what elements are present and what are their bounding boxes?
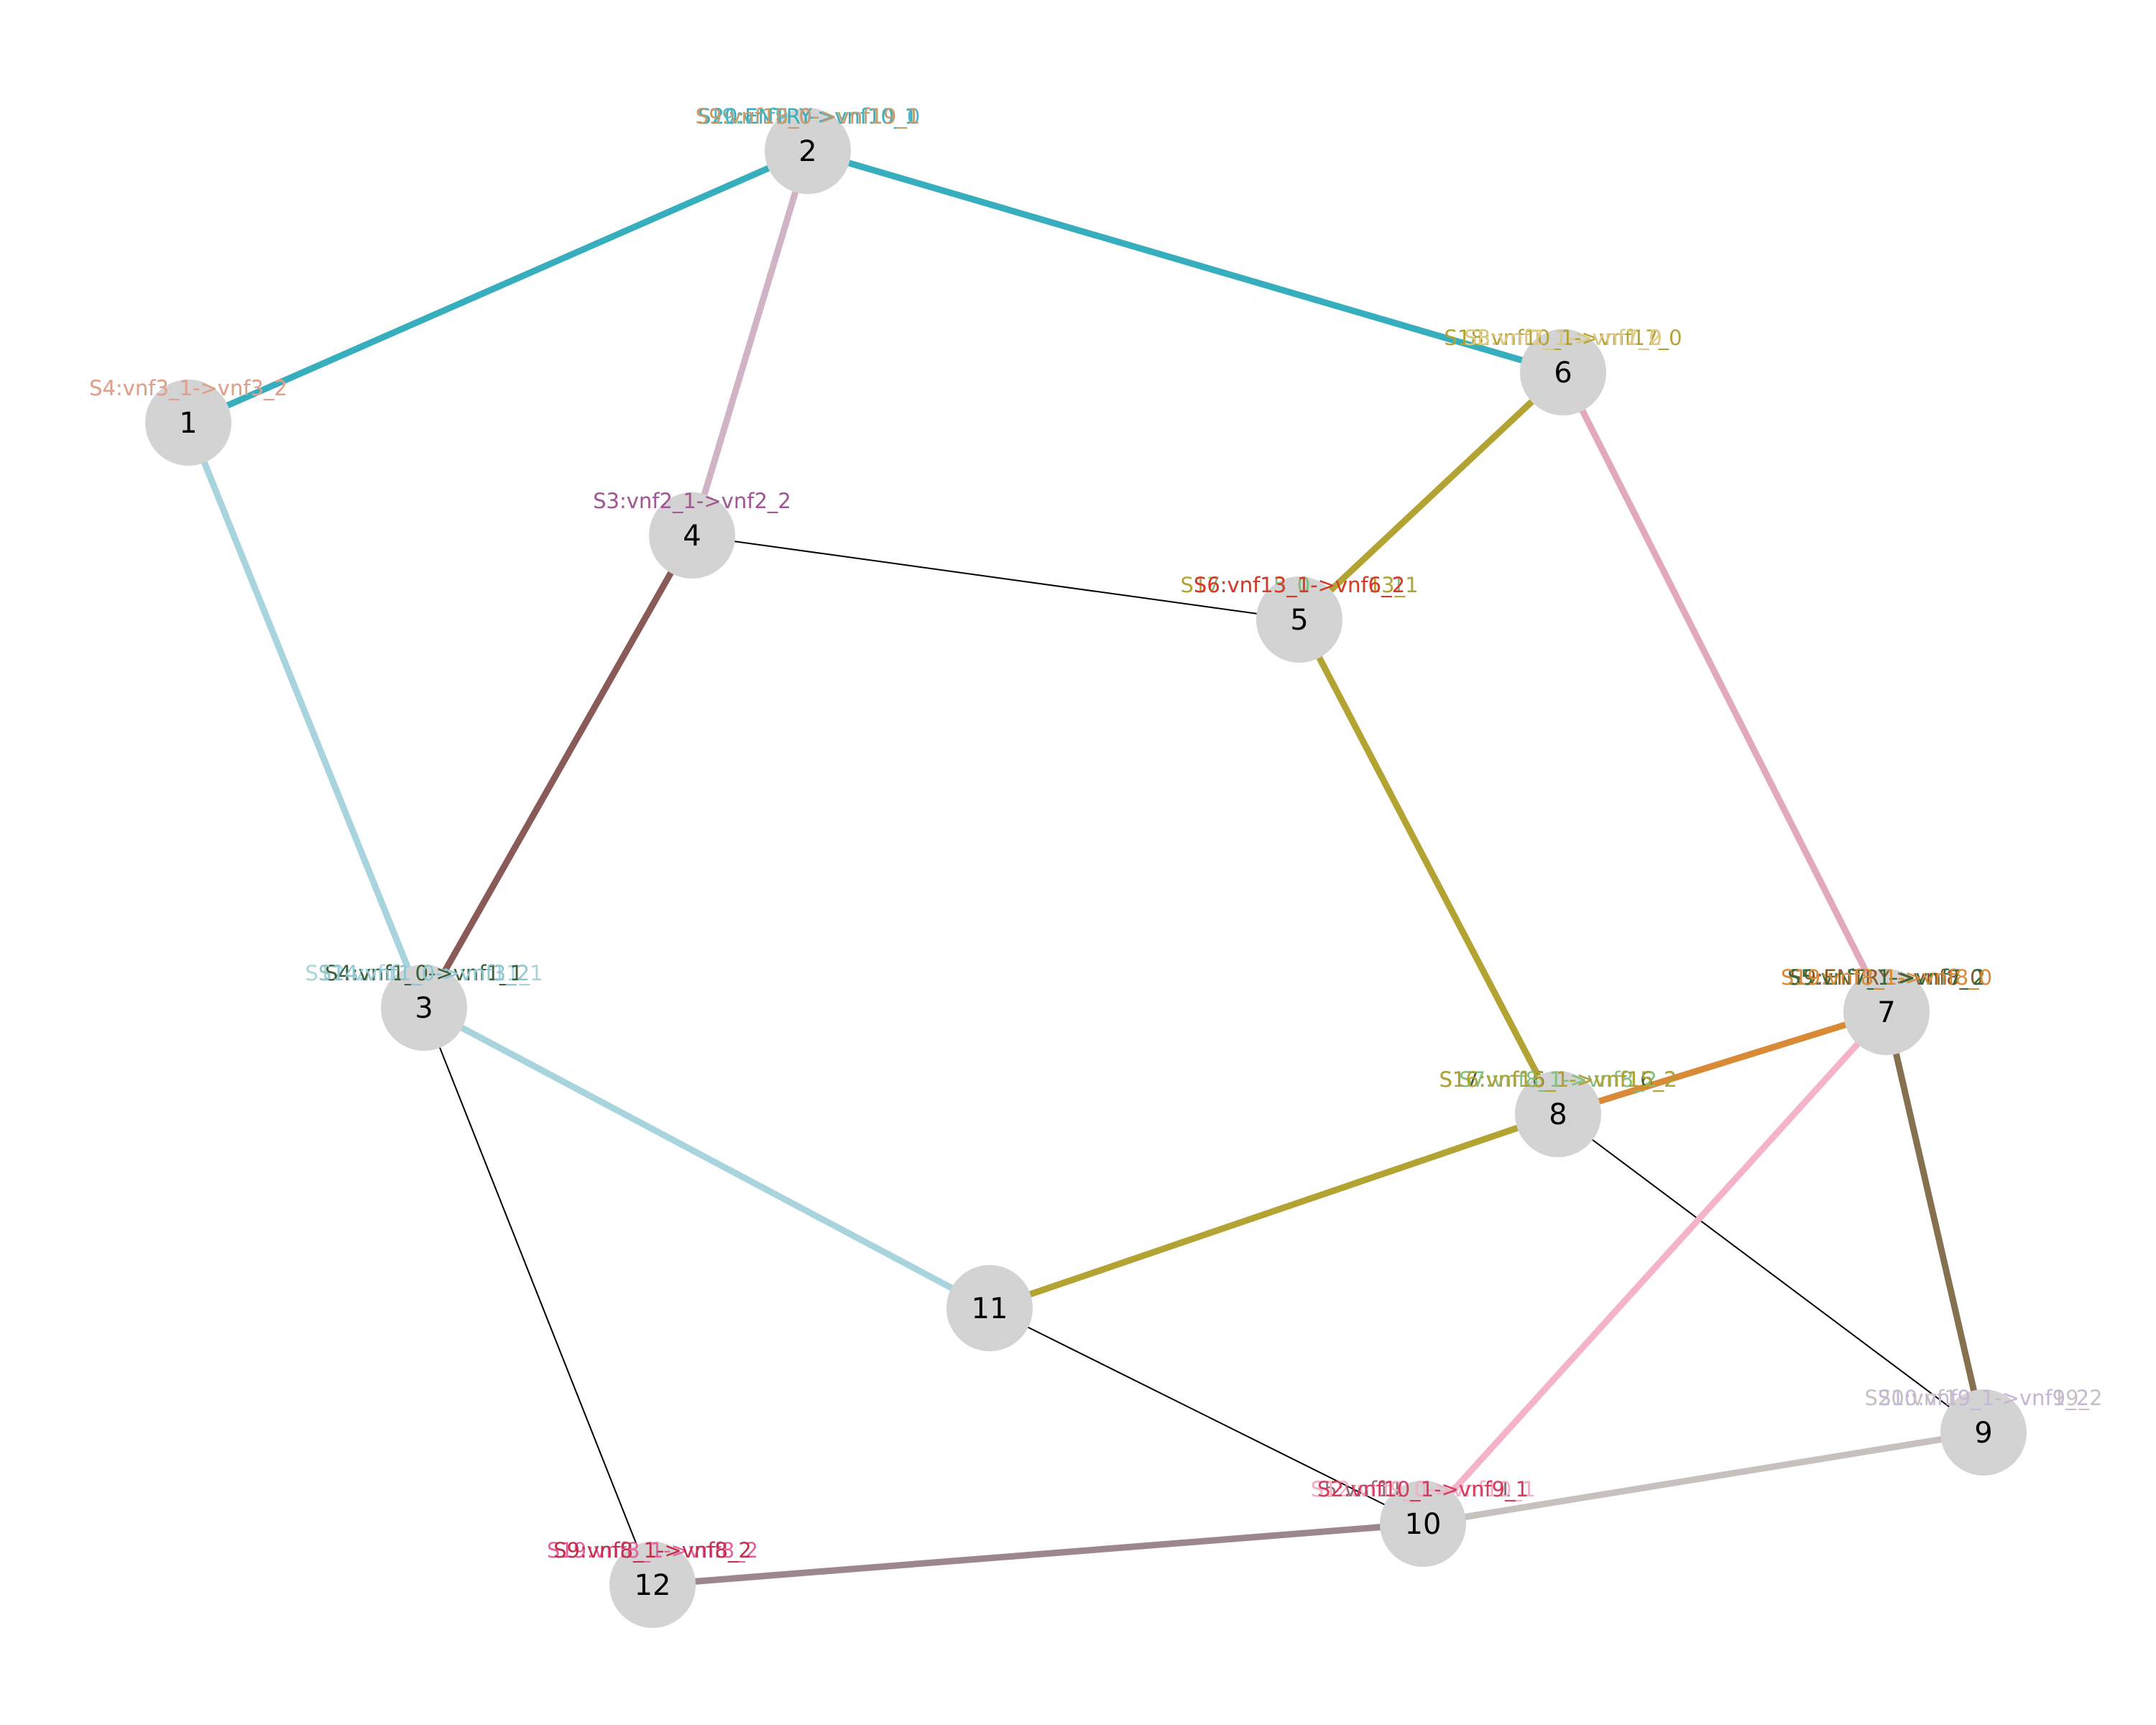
- edge-8-11: [986, 1110, 1562, 1312]
- node-1: 1: [145, 380, 231, 466]
- node-4: 4: [649, 492, 735, 579]
- path-label-node-7: S9:ENTRY->vnf8_0: [1790, 965, 1984, 990]
- node-3: 3: [381, 965, 467, 1051]
- edge-1-2: [185, 147, 811, 426]
- node-label: 1: [179, 407, 197, 440]
- path-label-node-6: S3:vnf1_1->vnf1_0: [1464, 326, 1662, 350]
- path-label-node-5: S16:vnf13_0->vnf13_1: [1180, 573, 1418, 597]
- node-label: 10: [1405, 1508, 1442, 1541]
- node-label: 3: [415, 992, 433, 1025]
- edge-4-5: [691, 535, 1300, 620]
- node-label: 11: [972, 1292, 1008, 1325]
- path-label-node-7: S19:vnf8_1->vnf8_0: [1781, 965, 1992, 990]
- node-9: 9: [1940, 1389, 2027, 1476]
- node-11: 11: [946, 1265, 1033, 1351]
- node-12: 12: [609, 1542, 696, 1628]
- path-label-node-12: S19:vnf8_1->vnf8_2: [547, 1538, 758, 1563]
- node-label: 9: [1974, 1417, 1992, 1450]
- node-circle: [1843, 969, 1930, 1055]
- edge-5-8: [1296, 616, 1562, 1118]
- node-circle: [1256, 576, 1342, 663]
- edge-8-7: [1554, 1008, 1890, 1118]
- path-label-node-1: S4:vnf3_1->vnf3_2: [89, 376, 287, 400]
- node-label: 8: [1549, 1098, 1567, 1131]
- path-label-node-9: S20:vnf19_1->vnf19_2: [1864, 1386, 2102, 1410]
- path-label-node-4: S3:vnf2_1->vnf2_2: [593, 489, 791, 513]
- path-label-node-9: S10:vnf9_1->vnf9_2: [1878, 1386, 2089, 1410]
- path-label-node-3: S4:vnf1_0->vnf1_1: [325, 961, 523, 985]
- node-label: 12: [635, 1569, 671, 1602]
- path-label-node-5: S6:vnf13_1->vnf6_2: [1194, 573, 1405, 597]
- edge-9-10: [1419, 1429, 1987, 1527]
- node-label: 7: [1877, 996, 1895, 1029]
- edge-2-4: [688, 147, 811, 539]
- edge-8-9: [1557, 1113, 1984, 1433]
- node-10: 10: [1380, 1481, 1466, 1567]
- path-label-node-2: S20:ENTRY->vnf10_1: [698, 104, 918, 129]
- edge-7-9: [1883, 1008, 1987, 1436]
- edge-12-10: [649, 1520, 1427, 1588]
- node-7: 7: [1843, 969, 1930, 1055]
- path-label-node-3: S14:vnf1_0->vnf3_2: [318, 961, 530, 985]
- node-circle: [381, 965, 467, 1051]
- path-label-node-5: S7:vnf15_0->vnf6_1: [1194, 573, 1405, 597]
- node-label: 4: [683, 520, 701, 553]
- node-circle: [649, 492, 735, 579]
- edge-3-12: [423, 1007, 653, 1586]
- edge-3-11: [420, 1004, 993, 1312]
- node-circle: [765, 108, 851, 194]
- node-label: 6: [1554, 356, 1572, 390]
- node-label: 5: [1290, 604, 1308, 637]
- edge-11-10: [989, 1307, 1424, 1524]
- node-circle: [946, 1265, 1033, 1351]
- path-label-node-1: S4:vnf3_1->vnf3_2: [89, 376, 287, 400]
- edge-7-10: [1419, 1008, 1890, 1527]
- edge-6-5: [1296, 369, 1567, 623]
- path-label-node-10: S12:vnf9_0->vnf10_1: [1311, 1477, 1536, 1501]
- path-label-node-8: S16:vnf15_1->vnf15_2: [1439, 1067, 1677, 1092]
- node-label: 2: [798, 135, 816, 168]
- node-circle: [1380, 1481, 1466, 1567]
- path-label-node-12: S9:vnf8_1->vnf8_2: [553, 1538, 752, 1563]
- path-label-node-6: S8:vnf7_1->vnf7_2: [1464, 326, 1662, 350]
- path-label-node-2: S19:vnf9_0->vnf19_0: [696, 104, 921, 129]
- path-label-node-10: S2:vnf10_1->vnf9_1: [1317, 1477, 1529, 1501]
- node-8: 8: [1515, 1071, 1601, 1157]
- path-label-node-3: S12:vnf11_0->vnf11_1: [305, 961, 543, 985]
- path-label-node-4: S3:vnf2_1->vnf2_2: [593, 489, 791, 513]
- path-labels-layer: S4:vnf3_1->vnf3_2S4:vnf3_1->vnf3_2S20:EN…: [89, 104, 2102, 1563]
- path-label-node-2: S9:vnf18_0->vnf19_1: [696, 104, 921, 129]
- node-5: 5: [1256, 576, 1342, 663]
- path-label-node-10: S5:vnf11_0->vnf11_1: [1311, 1477, 1536, 1501]
- node-circle: [145, 380, 231, 466]
- path-label-node-8: S7:vnf8_1->vnf8_2: [1459, 1067, 1657, 1092]
- node-circle: [1520, 329, 1606, 415]
- node-6: 6: [1520, 329, 1606, 415]
- edge-4-3: [420, 532, 696, 1011]
- edge-6-7: [1560, 369, 1890, 1016]
- node-circle: [1940, 1389, 2027, 1476]
- node-circle: [1515, 1071, 1601, 1157]
- node-circle: [609, 1542, 696, 1628]
- node-2: 2: [765, 108, 851, 194]
- edge-2-6: [804, 147, 1567, 376]
- edges-layer: [185, 147, 1987, 1588]
- path-label-node-8: S17:vnf16_1->vnf16_2: [1439, 1067, 1677, 1092]
- path-label-node-6: S18:vnf10_1->vnf17_0: [1444, 326, 1682, 350]
- path-label-node-7: S5:vnf7_1->vnf7_2: [1787, 965, 1986, 990]
- edge-1-3: [185, 419, 428, 1011]
